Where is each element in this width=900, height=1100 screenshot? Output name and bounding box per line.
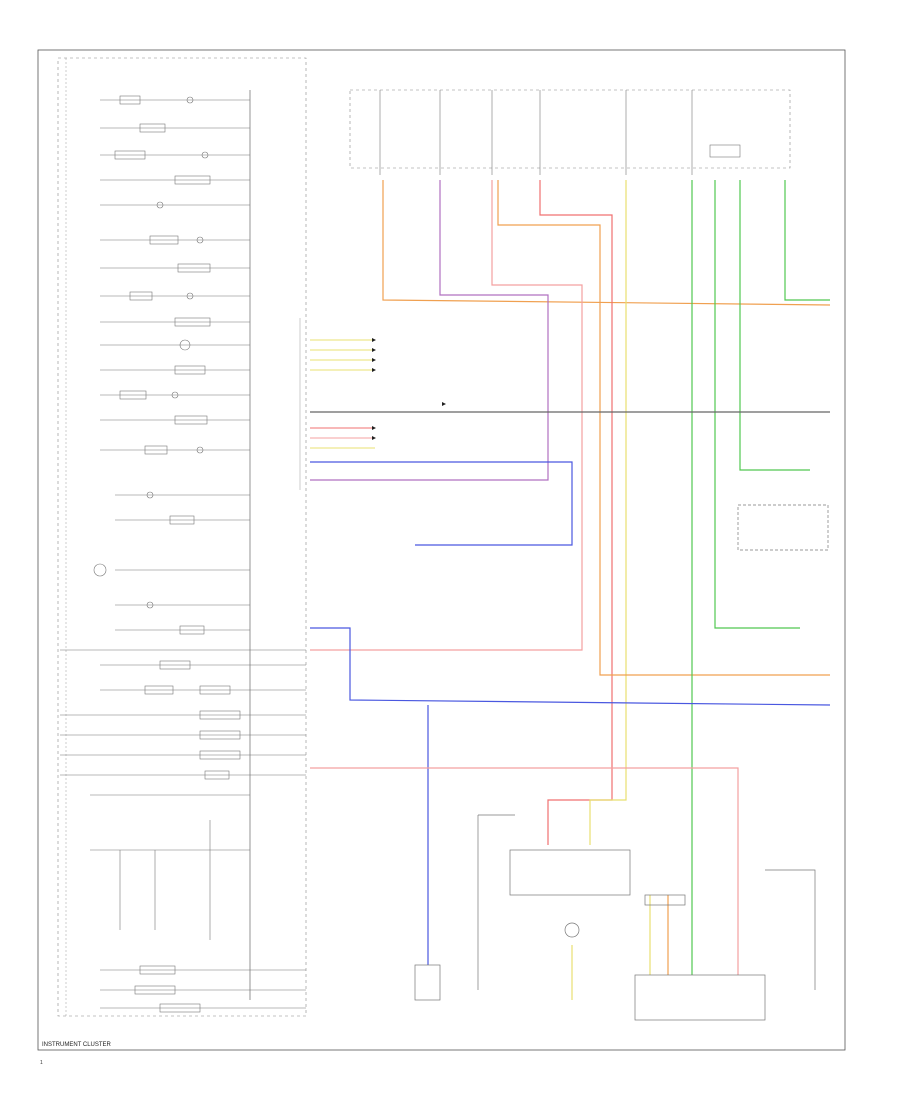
cluster-row (100, 965, 306, 975)
page-number: 1 (40, 1060, 43, 1066)
wires (310, 180, 831, 1000)
cluster-row (93, 563, 250, 577)
cluster-row (100, 1003, 306, 1013)
arrow-marker (372, 358, 376, 362)
cluster-row (115, 601, 250, 609)
wire-pink-long (310, 180, 583, 651)
cluster-row (115, 625, 250, 635)
cluster-row (90, 820, 250, 940)
connector (644, 894, 686, 906)
cluster-row (100, 445, 250, 455)
cluster-row (100, 263, 250, 273)
cluster-row (100, 339, 250, 351)
motor-symbol (564, 922, 580, 938)
cluster-row (100, 365, 250, 375)
cluster-row (100, 235, 250, 245)
cluster-row (100, 95, 250, 105)
cluster-row (100, 685, 306, 695)
fuse-block (349, 89, 791, 175)
arrow-marker (442, 402, 446, 406)
wire-blue-1 (310, 461, 573, 546)
arrow-marker (372, 368, 376, 372)
cluster-row (100, 415, 250, 425)
wire-pink-2 (310, 767, 739, 975)
fuse-block-boundary (349, 89, 791, 169)
wire-violet (310, 180, 549, 481)
wire-green-3 (739, 180, 810, 471)
cluster-row (60, 770, 306, 780)
central-module (509, 849, 631, 896)
sensor-lead (765, 869, 816, 990)
connector-block (299, 318, 375, 490)
cluster-row (100, 150, 250, 160)
relay-symbol (709, 144, 741, 158)
wire-orange-main (382, 180, 831, 306)
cluster-row (60, 730, 306, 740)
wire-green-2 (714, 180, 800, 629)
side-module (737, 504, 829, 551)
lower-components (414, 504, 829, 1021)
cluster-row (100, 175, 250, 185)
cluster-components (60, 95, 306, 1013)
cluster-row (100, 317, 250, 327)
pointer-arrows (372, 338, 446, 440)
cluster-row (115, 515, 250, 525)
wire-blue-2 (310, 627, 831, 706)
wire-yellow-long (589, 180, 627, 845)
cluster-row (100, 291, 250, 301)
cluster-row (100, 123, 250, 133)
diagram-frame (37, 49, 846, 1051)
cluster-row (100, 201, 250, 209)
arrow-marker (372, 338, 376, 342)
arrow-marker (372, 348, 376, 352)
cluster-row (60, 710, 306, 720)
cluster-row (100, 660, 306, 670)
wire-orange-lower (497, 180, 830, 676)
wire-green-4 (784, 180, 830, 301)
wire-red-long (539, 180, 613, 845)
arrow-marker (372, 436, 376, 440)
cluster-row (100, 390, 250, 400)
switch-assembly (634, 974, 766, 1021)
cluster-row (100, 985, 306, 995)
cluster-row (60, 750, 306, 760)
cluster-row (115, 491, 250, 499)
instrument-cluster-boundary (57, 57, 307, 1017)
instrument-cluster-label: INSTRUMENT CLUSTER (42, 1042, 112, 1048)
arrow-marker (372, 426, 376, 430)
sensor-unit (414, 964, 441, 1001)
